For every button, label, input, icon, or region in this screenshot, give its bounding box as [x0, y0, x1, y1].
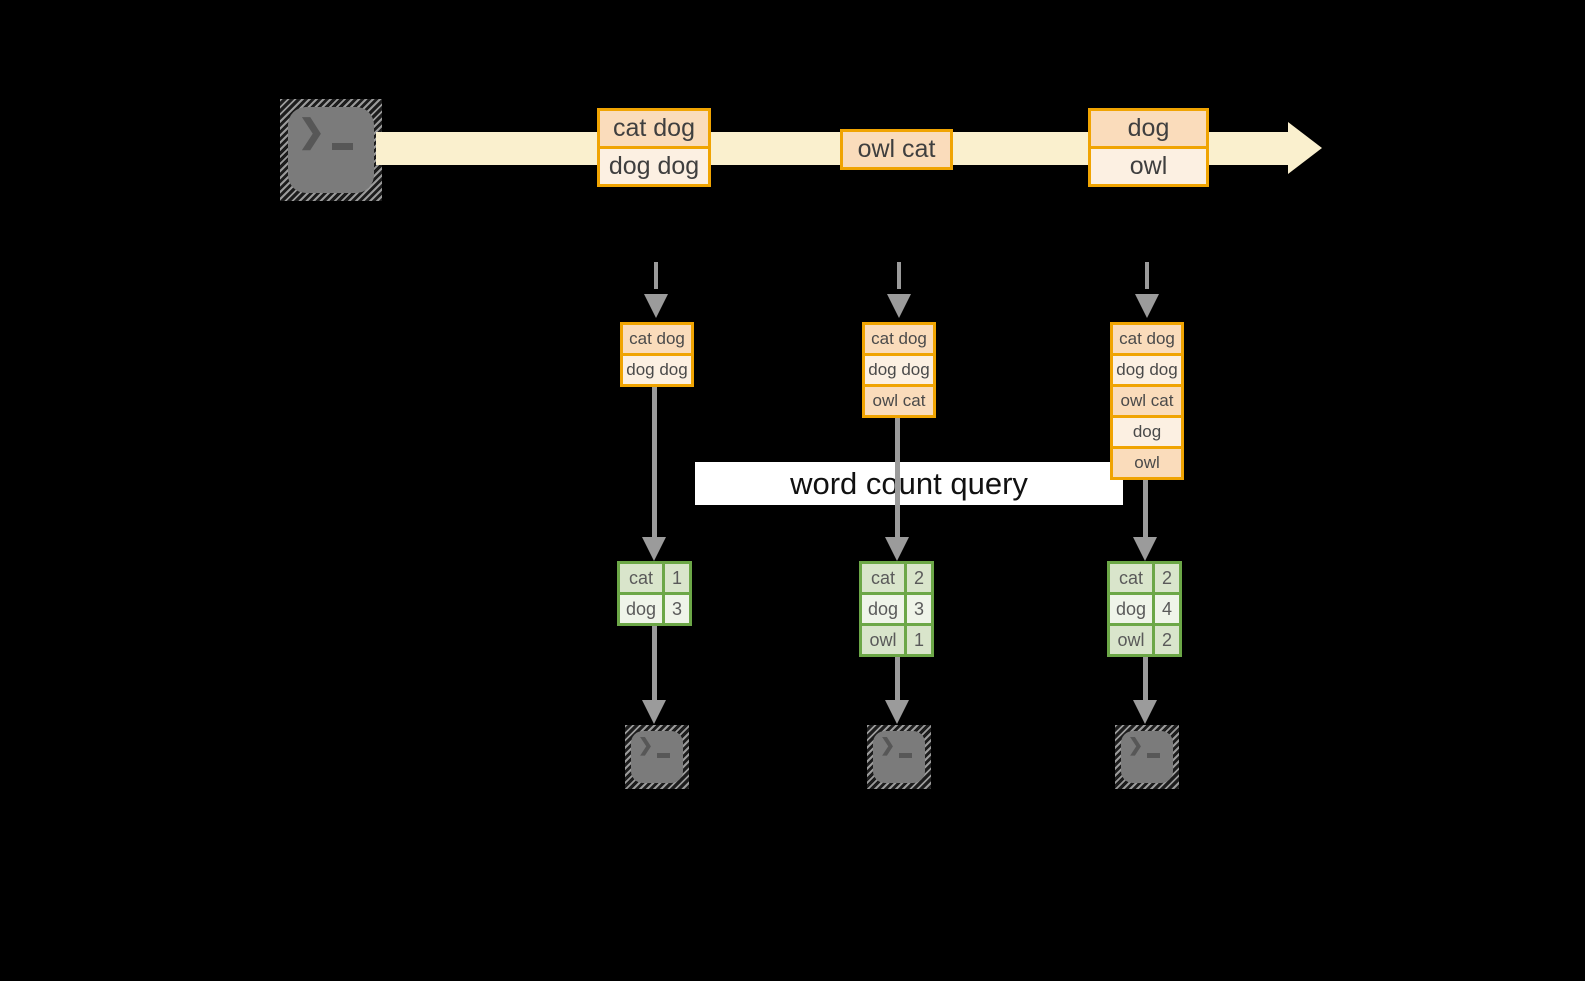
event-line: cat dog — [600, 111, 708, 146]
result-count: 4 — [1155, 595, 1179, 623]
query-banner: word count query — [695, 462, 1123, 505]
result-count: 2 — [1155, 626, 1179, 654]
event-box-1: cat dog dog dog — [597, 108, 711, 187]
terminal-underscore-icon — [899, 753, 912, 758]
terminal-underscore-icon — [1147, 753, 1160, 758]
sink-terminal-body: ❯ — [631, 731, 683, 783]
result-count: 1 — [907, 626, 931, 654]
terminal-underscore-icon — [657, 753, 670, 758]
result-count: 3 — [665, 595, 689, 623]
sink-terminal-body: ❯ — [1121, 731, 1173, 783]
batch-stack-1: cat dog dog dog — [620, 322, 694, 387]
batch-line: owl cat — [1113, 387, 1181, 415]
arrow-head-icon — [642, 537, 666, 561]
result-word: dog — [1110, 595, 1152, 623]
batch-line: owl — [1113, 449, 1181, 477]
arrow-batch2-to-result — [895, 418, 900, 538]
batch-line: dog dog — [1113, 356, 1181, 384]
sink-terminal-icon-3: ❯ — [1115, 725, 1179, 789]
batch-line: owl cat — [865, 387, 933, 415]
result-word: owl — [862, 626, 904, 654]
sink-terminal-icon-2: ❯ — [867, 725, 931, 789]
batch-stack-3: cat dog dog dog owl cat dog owl — [1110, 322, 1184, 480]
result-table-2: cat 2 dog 3 owl 1 — [859, 561, 934, 657]
batch-line: cat dog — [623, 325, 691, 353]
source-terminal-body: ❯ — [288, 107, 374, 193]
result-word: cat — [862, 564, 904, 592]
arrow-head-icon — [885, 537, 909, 561]
sink-terminal-body: ❯ — [873, 731, 925, 783]
batch-line: cat dog — [865, 325, 933, 353]
event-line: owl — [1091, 149, 1206, 184]
event-box-3: dog owl — [1088, 108, 1209, 187]
result-count: 2 — [1155, 564, 1179, 592]
dashed-arrow-1-head-icon — [644, 294, 668, 318]
dashed-arrow-3-head-icon — [1135, 294, 1159, 318]
result-word: owl — [1110, 626, 1152, 654]
arrow-result2-to-sink — [895, 657, 900, 701]
result-count: 2 — [907, 564, 931, 592]
arrow-head-icon — [642, 700, 666, 724]
source-terminal-icon: ❯ — [280, 99, 382, 201]
batch-line: dog — [1113, 418, 1181, 446]
arrow-head-icon — [1133, 700, 1157, 724]
event-line: owl cat — [843, 132, 950, 167]
terminal-prompt-icon: ❯ — [1128, 735, 1144, 755]
terminal-underscore-icon — [332, 143, 353, 150]
batch-line: dog dog — [623, 356, 691, 384]
result-count: 3 — [907, 595, 931, 623]
batch-stack-2: cat dog dog dog owl cat — [862, 322, 936, 418]
terminal-prompt-icon: ❯ — [298, 113, 325, 149]
dashed-arrow-2 — [897, 262, 901, 289]
arrow-batch1-to-result — [652, 387, 657, 538]
batch-line: cat dog — [1113, 325, 1181, 353]
result-count: 1 — [665, 564, 689, 592]
query-label: word count query — [790, 466, 1028, 501]
sink-terminal-icon-1: ❯ — [625, 725, 689, 789]
result-table-1: cat 1 dog 3 — [617, 561, 692, 626]
result-word: cat — [1110, 564, 1152, 592]
result-word: dog — [620, 595, 662, 623]
arrow-result3-to-sink — [1143, 657, 1148, 701]
arrow-head-icon — [1133, 537, 1157, 561]
arrow-head-icon — [885, 700, 909, 724]
event-line: dog dog — [600, 149, 708, 184]
event-line: dog — [1091, 111, 1206, 146]
dashed-arrow-1 — [654, 262, 658, 289]
result-word: cat — [620, 564, 662, 592]
stream-timeline-arrowhead-icon — [1288, 122, 1322, 174]
arrow-batch3-to-result — [1143, 480, 1148, 538]
event-box-2: owl cat — [840, 129, 953, 170]
terminal-prompt-icon: ❯ — [638, 735, 654, 755]
arrow-result1-to-sink — [652, 626, 657, 701]
dashed-arrow-3 — [1145, 262, 1149, 289]
dashed-arrow-2-head-icon — [887, 294, 911, 318]
terminal-prompt-icon: ❯ — [880, 735, 896, 755]
batch-line: dog dog — [865, 356, 933, 384]
result-word: dog — [862, 595, 904, 623]
result-table-3: cat 2 dog 4 owl 2 — [1107, 561, 1182, 657]
